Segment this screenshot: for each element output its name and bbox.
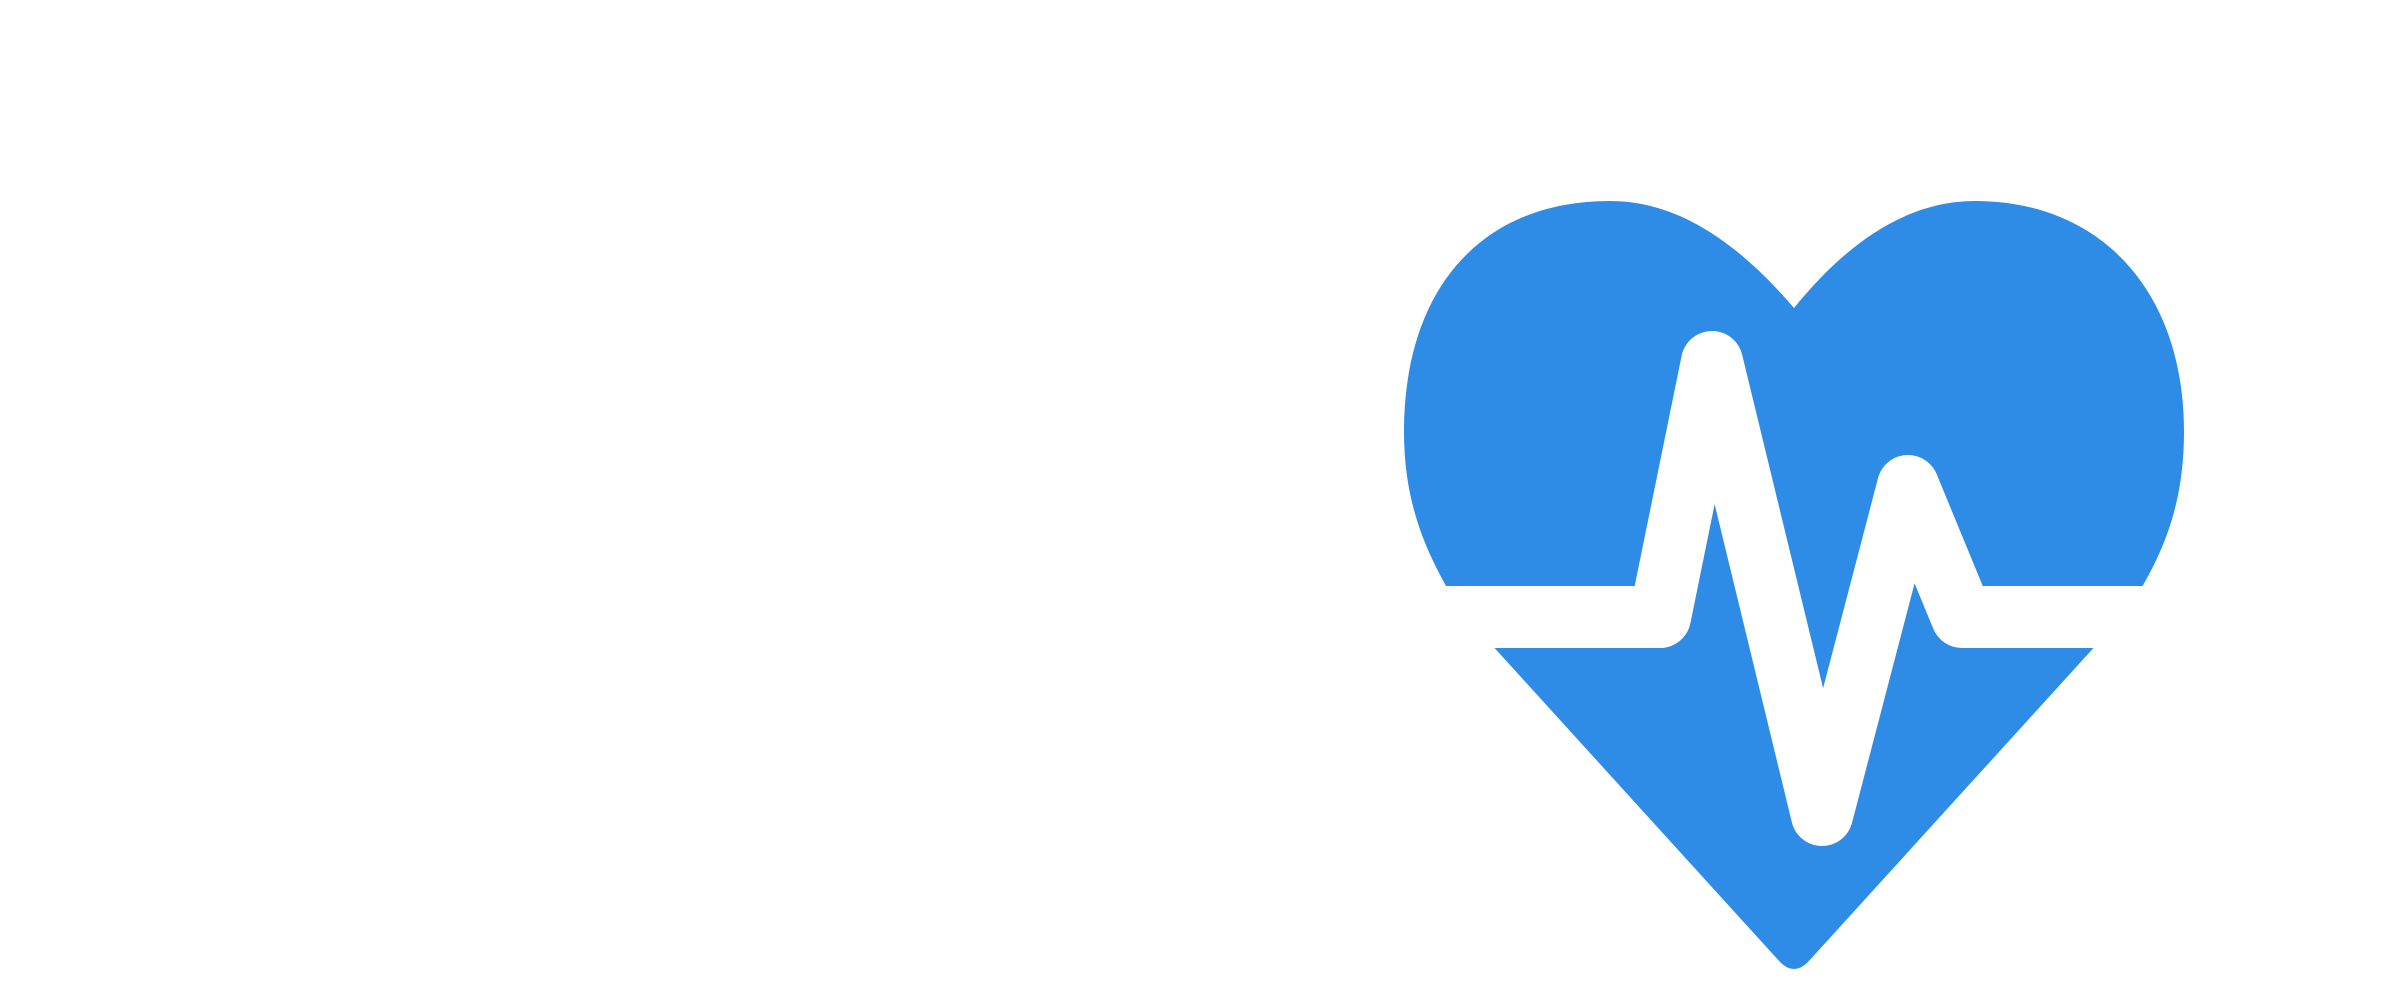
pulse-line [1380, 331, 2220, 846]
